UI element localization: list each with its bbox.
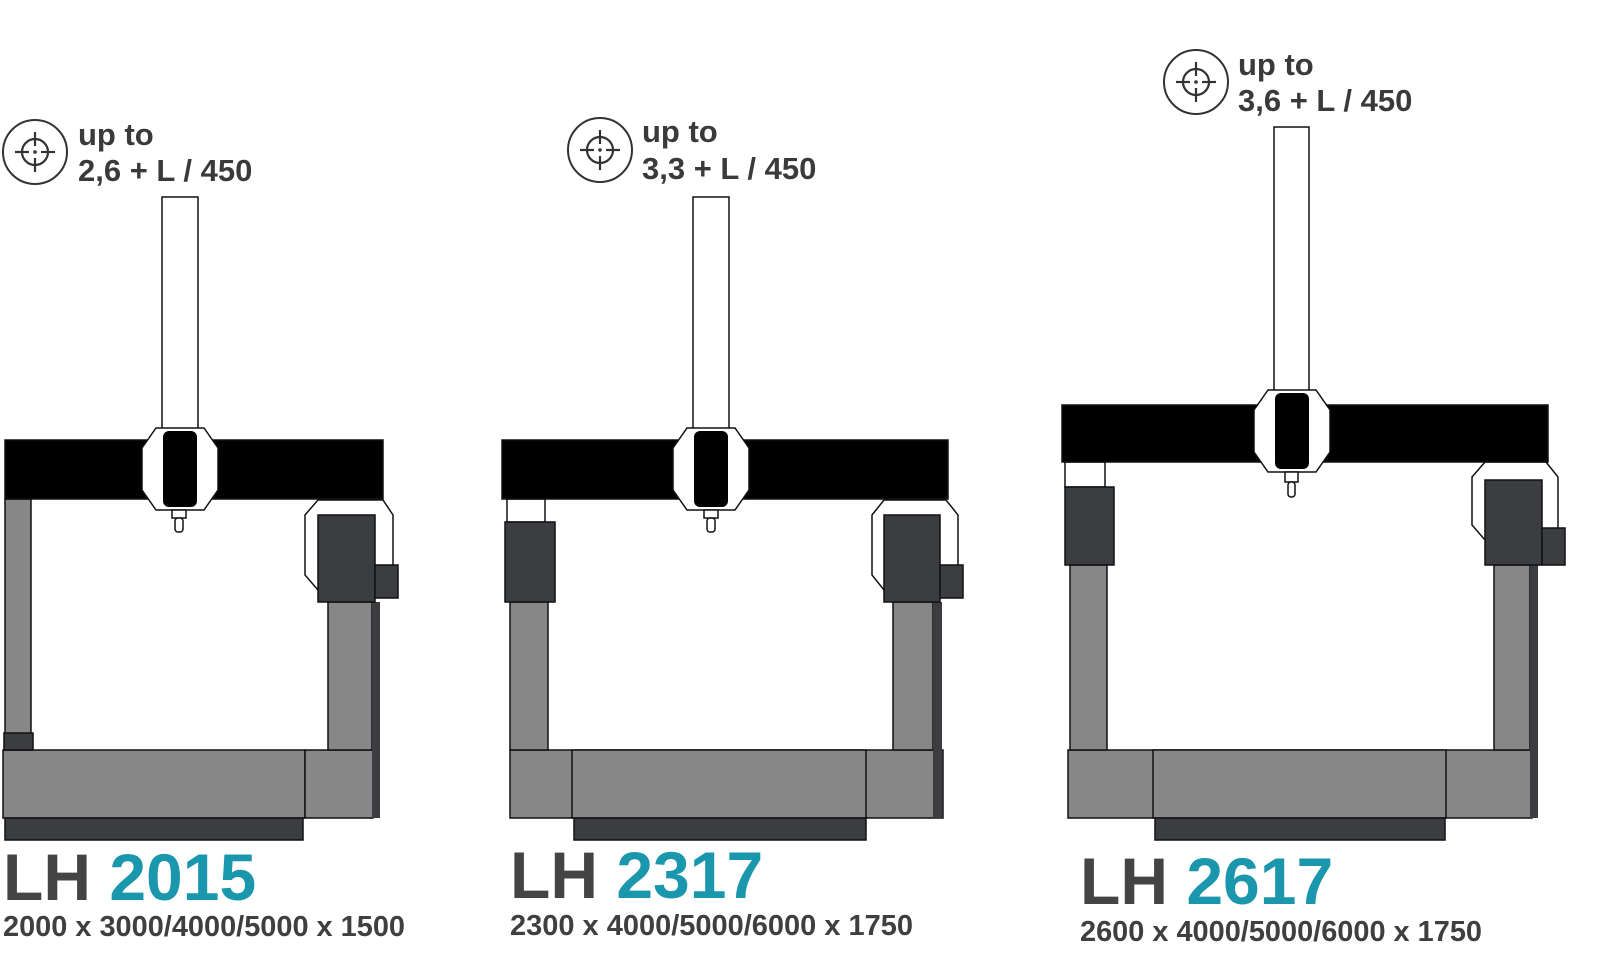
machine-lh-2317: up to 3,3 + L / 450 LH 2317 2300 x 4000/… xyxy=(501,114,964,942)
z-ram xyxy=(692,196,730,431)
z-ram xyxy=(161,196,199,431)
crosshair-icon xyxy=(1162,48,1230,116)
right-column xyxy=(892,601,934,751)
base-feet xyxy=(1154,817,1446,841)
crosshair-icon xyxy=(1,118,69,186)
crosshair-icon xyxy=(566,116,634,184)
machine-lh-2617: up to 3,6 + L / 450 LH 2617 2600 x 4000/… xyxy=(1061,47,1566,948)
model-name: LH 2015 xyxy=(3,840,256,914)
model-name: LH 2617 xyxy=(1080,844,1333,918)
accuracy-value: 3,6 + L / 450 xyxy=(1238,83,1412,118)
probe xyxy=(1284,471,1299,483)
machine-lh-2015: up to 2,6 + L / 450 LH 2015 2000 x 3000/… xyxy=(1,117,405,943)
right-column xyxy=(327,601,373,751)
dimensions: 2300 x 4000/5000/6000 x 1750 xyxy=(510,910,913,942)
accuracy-value: 3,3 + L / 450 xyxy=(642,151,816,186)
accuracy-value: 2,6 + L / 450 xyxy=(78,153,252,188)
base-feet xyxy=(573,817,867,841)
accuracy-prefix: up to xyxy=(1238,47,1314,82)
probe xyxy=(703,509,719,519)
dimensions: 2000 x 3000/4000/5000 x 1500 xyxy=(3,911,405,943)
left-leg xyxy=(509,601,549,751)
base-feet xyxy=(4,817,304,841)
base xyxy=(2,749,306,819)
dimensions: 2600 x 4000/5000/6000 x 1750 xyxy=(1080,916,1482,948)
accuracy-prefix: up to xyxy=(642,114,718,149)
probe xyxy=(171,509,187,519)
left-leg xyxy=(4,498,32,751)
right-column xyxy=(1493,564,1531,751)
z-ram xyxy=(1273,126,1310,393)
accuracy-prefix: up to xyxy=(78,117,154,152)
left-leg xyxy=(1069,564,1108,751)
model-name: LH 2317 xyxy=(510,838,763,912)
